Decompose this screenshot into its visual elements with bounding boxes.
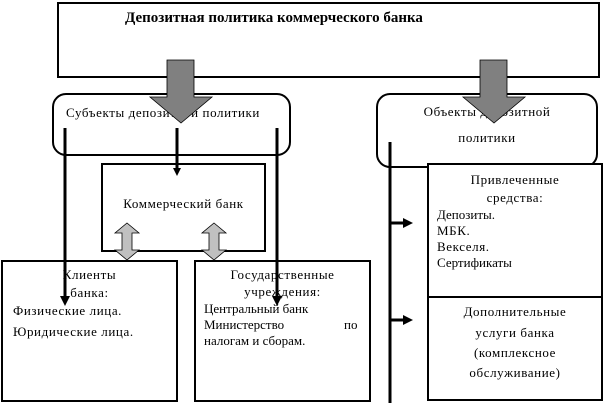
services-line: (комплексное <box>473 345 557 360</box>
attracted-item: Депозиты. <box>437 207 496 222</box>
state-item: по <box>344 317 358 332</box>
subjects-box: Субъекты депозитной политики <box>52 93 291 156</box>
services-line: Дополнительные <box>463 304 567 319</box>
clients-item: Юридические лица. <box>13 324 134 339</box>
diagram-title: Депозитная политика коммерческого банка <box>125 10 423 26</box>
attracted-heading-line1: Привлеченные <box>470 172 560 187</box>
attracted-funds-box: Привлеченные средства: Депозиты. МБК. Ве… <box>427 163 603 299</box>
clients-item: Физические лица. <box>13 303 123 318</box>
double-arrow-icon <box>200 222 228 261</box>
attracted-heading-line2: средства: <box>486 190 544 205</box>
state-item: Центральный банк <box>204 301 309 316</box>
state-heading-line1: Государственные <box>230 267 335 282</box>
arrowhead-icon <box>403 218 413 228</box>
additional-services-box: Дополнительные услуги банка (комплексное… <box>427 296 603 401</box>
services-line: услуги банка <box>475 325 555 340</box>
title-box: Депозитная политика коммерческого банка <box>57 2 600 78</box>
clients-heading-line1: Клиенты <box>62 267 117 282</box>
state-institutions-box: Государственные учреждения: Центральный … <box>194 260 371 402</box>
arrowhead-icon <box>60 296 70 306</box>
attracted-item: Сертификаты <box>437 255 512 270</box>
big-down-arrow-icon <box>148 59 214 124</box>
attracted-item: Векселя. <box>437 239 490 254</box>
clients-heading-line2: банка: <box>70 285 109 300</box>
big-down-arrow-icon <box>461 59 527 124</box>
arrowhead-icon <box>173 168 181 176</box>
attracted-item: МБК. <box>437 223 471 238</box>
objects-label-line2: политики <box>458 130 516 145</box>
state-heading-line2: учреждения: <box>244 284 321 299</box>
clients-box: Клиенты банка: Физические лица. Юридичес… <box>1 260 178 402</box>
state-item: налогам и сборам. <box>204 333 306 348</box>
commercial-bank-label: Коммерческий банк <box>123 196 244 211</box>
arrowhead-icon <box>272 296 282 306</box>
double-arrow-icon <box>113 222 141 261</box>
subjects-label: Субъекты депозитной политики <box>66 105 260 120</box>
state-item: Министерство <box>204 317 285 332</box>
arrowhead-icon <box>403 315 413 325</box>
services-line: обслуживание) <box>469 365 561 380</box>
